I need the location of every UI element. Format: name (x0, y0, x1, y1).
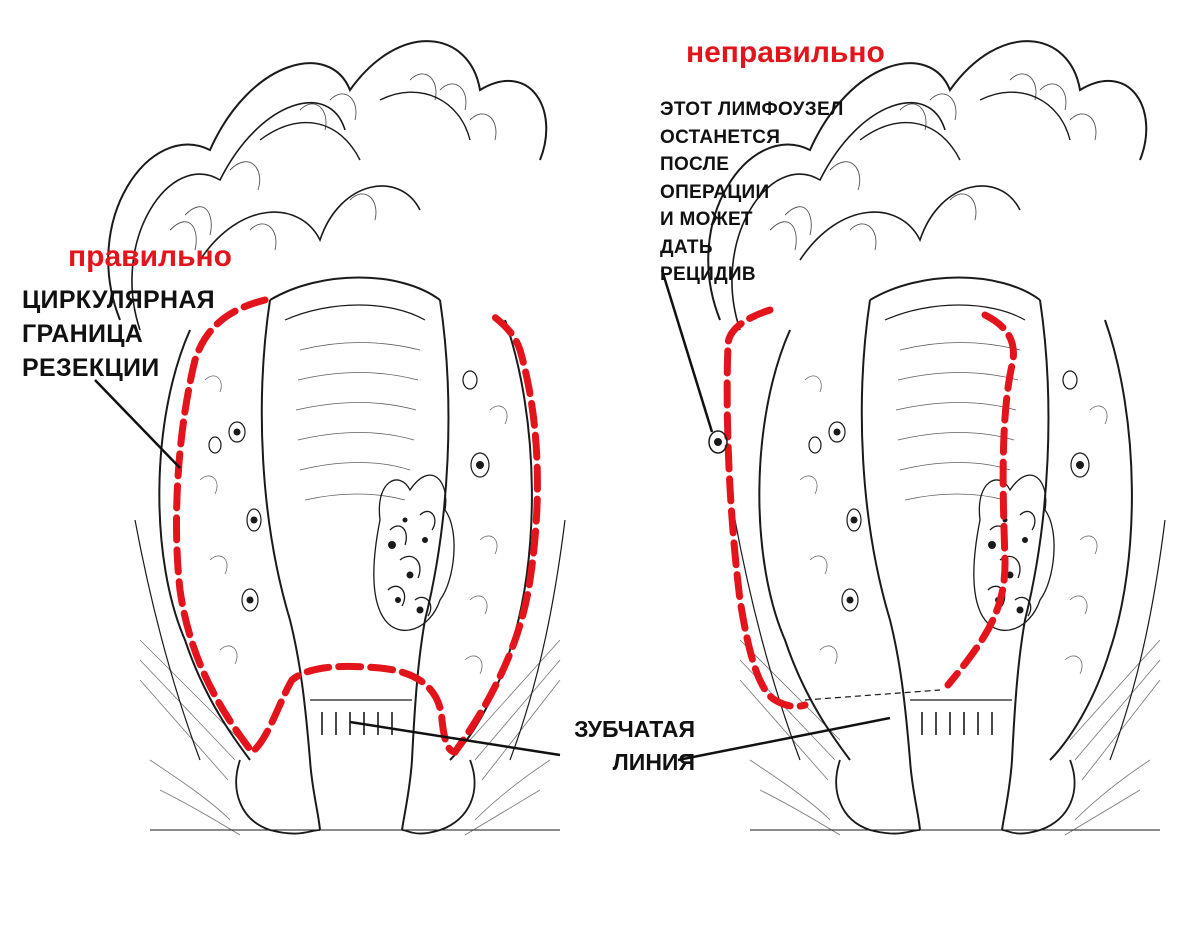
dentate-line-label: ЗУБЧАТАЯ ЛИНИЯ (574, 716, 695, 775)
resection-margin-label: ЦИРКУЛЯРНАЯ ГРАНИЦА РЕЗЕКЦИИ (22, 286, 215, 382)
resection-pointer-line (94, 379, 181, 469)
dentate-pointer-right (677, 716, 891, 762)
correct-title: правильно (68, 240, 232, 273)
dentate-pointer-left (349, 720, 561, 757)
node-pointer-line (660, 269, 714, 433)
correct-resection-outline (173, 296, 541, 757)
lymph-node-label: ЭТОТ ЛИМФОУЗЕЛ ОСТАНЕТСЯ ПОСЛЕ ОПЕРАЦИИ … (660, 99, 844, 285)
missed-lymph-node (708, 430, 728, 454)
incorrect-title: неправильно (686, 36, 885, 69)
incorrect-resection-outline (723, 306, 809, 710)
incorrect-resection-outline-right (944, 311, 1017, 689)
